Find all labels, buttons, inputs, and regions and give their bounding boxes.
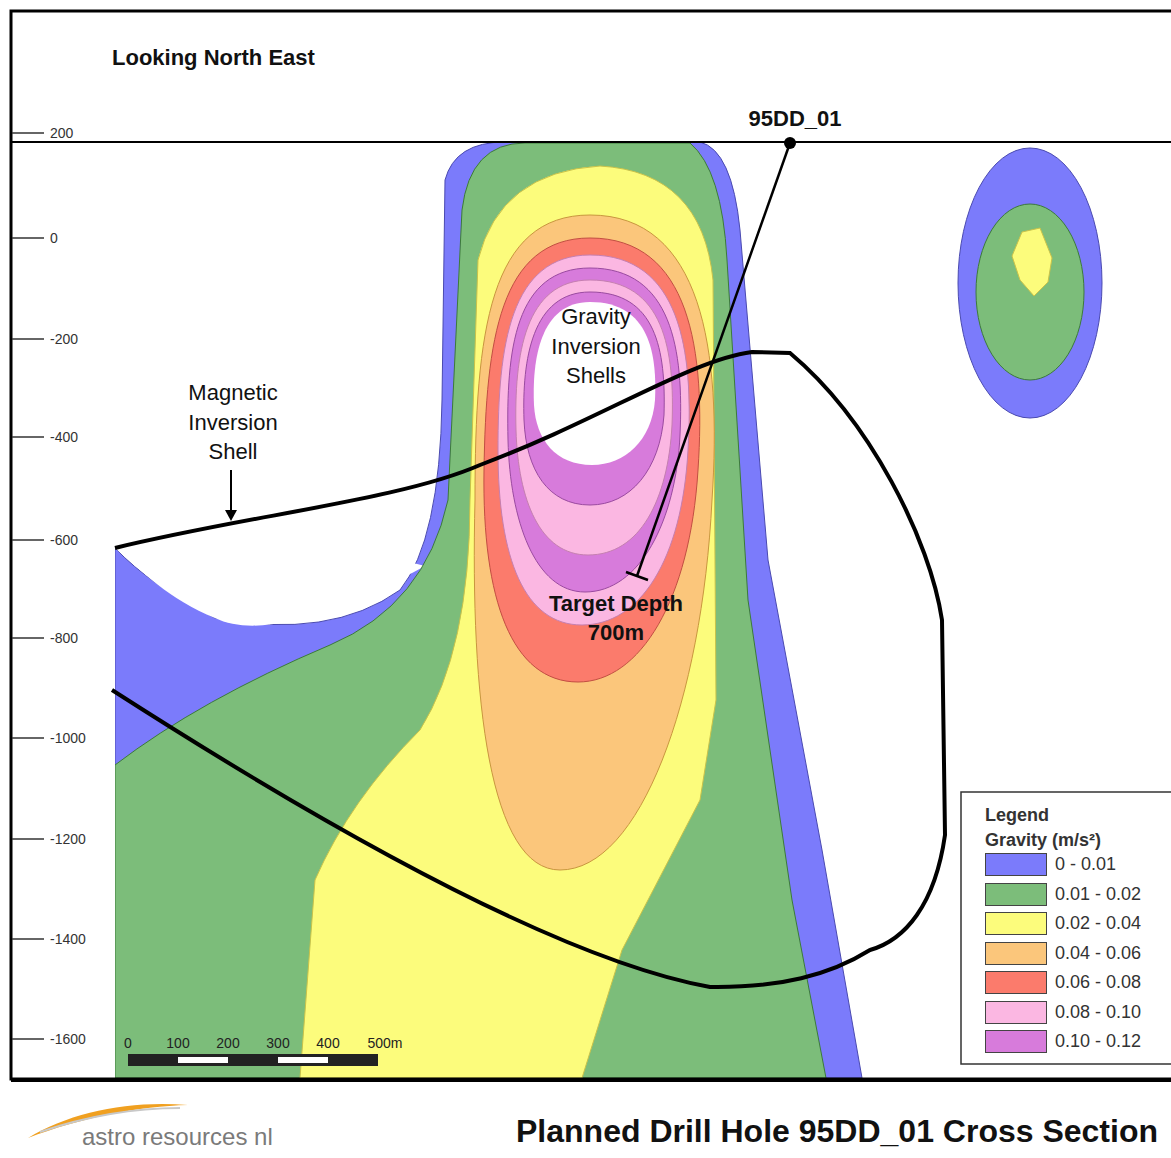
drill-hole xyxy=(637,143,790,576)
scale-label: 200 xyxy=(216,1035,239,1051)
legend-text: 0.10 - 0.12 xyxy=(1055,1031,1141,1052)
diagram-title: Planned Drill Hole 95DD_01 Cross Section xyxy=(516,1113,1158,1150)
depth-label: -400 xyxy=(50,429,78,445)
target-label: Target Depth 700m xyxy=(536,590,696,647)
scale-label: 100 xyxy=(166,1035,189,1051)
view-direction: Looking North East xyxy=(112,45,315,71)
scale-label: 300 xyxy=(266,1035,289,1051)
depth-label: -1000 xyxy=(50,730,86,746)
drill-hole-name: 95DD_01 xyxy=(749,106,842,132)
legend-text: 0 - 0.01 xyxy=(1055,854,1116,875)
gravity-shells xyxy=(115,143,1102,1078)
shell-label: Gravity Inversion Shells xyxy=(534,302,659,391)
legend-swatch xyxy=(985,883,1047,906)
shell-label: Magnetic Inversion Shell xyxy=(171,378,296,467)
legend-heading: Gravity (m/s²) xyxy=(985,830,1101,851)
depth-label: -600 xyxy=(50,532,78,548)
depth-label: -1200 xyxy=(50,831,86,847)
depth-label: 0 xyxy=(50,230,58,246)
legend-text: 0.06 - 0.08 xyxy=(1055,972,1141,993)
legend-swatch xyxy=(985,971,1047,994)
legend-text: 0.08 - 0.10 xyxy=(1055,1001,1141,1022)
depth-label: -1600 xyxy=(50,1031,86,1047)
depth-label: -800 xyxy=(50,630,78,646)
legend-swatch xyxy=(985,1030,1047,1053)
depth-label: -200 xyxy=(50,331,78,347)
scale-label: 400 xyxy=(316,1035,339,1051)
legend-swatch xyxy=(985,912,1047,935)
logo-text: astro resources nl xyxy=(82,1123,273,1151)
magnetic-shell-outline xyxy=(112,352,945,987)
depth-label: -1400 xyxy=(50,931,86,947)
depth-ticks xyxy=(12,133,44,1039)
legend-text: 0.01 - 0.02 xyxy=(1055,883,1141,904)
scale-label: 0 xyxy=(124,1035,132,1051)
depth-label: 200 xyxy=(50,125,73,141)
legend-text: 0.04 - 0.06 xyxy=(1055,942,1141,963)
legend-swatch xyxy=(985,942,1047,965)
legend-swatch xyxy=(985,853,1047,876)
legend-swatch xyxy=(985,1001,1047,1024)
scale-bar xyxy=(128,1054,378,1066)
legend-box xyxy=(961,792,1171,1064)
scale-label: 500m xyxy=(367,1035,402,1051)
legend-heading: Legend xyxy=(985,805,1049,826)
legend-text: 0.02 - 0.04 xyxy=(1055,913,1141,934)
